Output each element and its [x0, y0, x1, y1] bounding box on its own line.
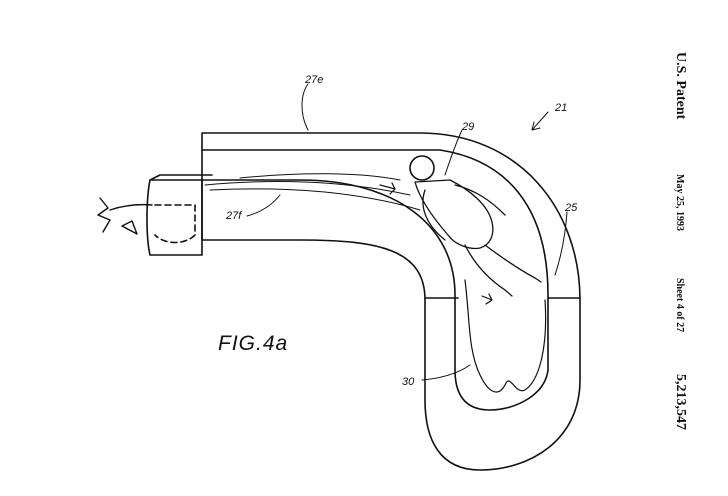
inlet-dashed: [154, 204, 196, 244]
ref-label-21: 21: [554, 102, 567, 114]
rider-leg: [484, 244, 542, 283]
leader-25: [554, 211, 568, 276]
slide-entry-block: [146, 179, 203, 256]
slide-entry-top: [149, 174, 213, 181]
pipe-stub-end: [121, 220, 138, 235]
water-streak: [209, 188, 421, 211]
ref-label-27e: 27e: [304, 74, 323, 86]
leader-30: [421, 364, 471, 381]
ref-label-29: 29: [461, 121, 474, 133]
pipe-stub: [97, 197, 153, 233]
figure-label: FIG.4a: [218, 332, 288, 355]
sheet-number: Sheet 4 of 27: [674, 278, 685, 333]
ref-label-30: 30: [402, 376, 415, 388]
rider-leg: [464, 244, 513, 297]
flow-arrow: [379, 182, 396, 195]
flow-arrow: [481, 293, 493, 305]
leader-27f: [246, 194, 281, 217]
water-splash: [464, 279, 547, 393]
rider-arm: [454, 184, 506, 216]
water-streak: [204, 181, 411, 196]
ref-label-27f: 27f: [225, 210, 242, 222]
patent-number: 5,213,547: [673, 374, 688, 430]
slide-outer-wall: [201, 132, 581, 471]
rider-body: [414, 179, 494, 250]
leader-27e: [301, 83, 309, 131]
rider-arm: [422, 189, 446, 241]
leader-29: [444, 129, 463, 176]
patent-title: U.S. Patent: [673, 52, 688, 120]
slide-inner-channel: [201, 149, 549, 411]
leader-21: [531, 111, 549, 131]
water-streak: [239, 173, 401, 181]
rider-head: [409, 155, 435, 181]
ref-label-25: 25: [564, 202, 578, 214]
patent-date: May 25, 1993: [674, 174, 685, 231]
